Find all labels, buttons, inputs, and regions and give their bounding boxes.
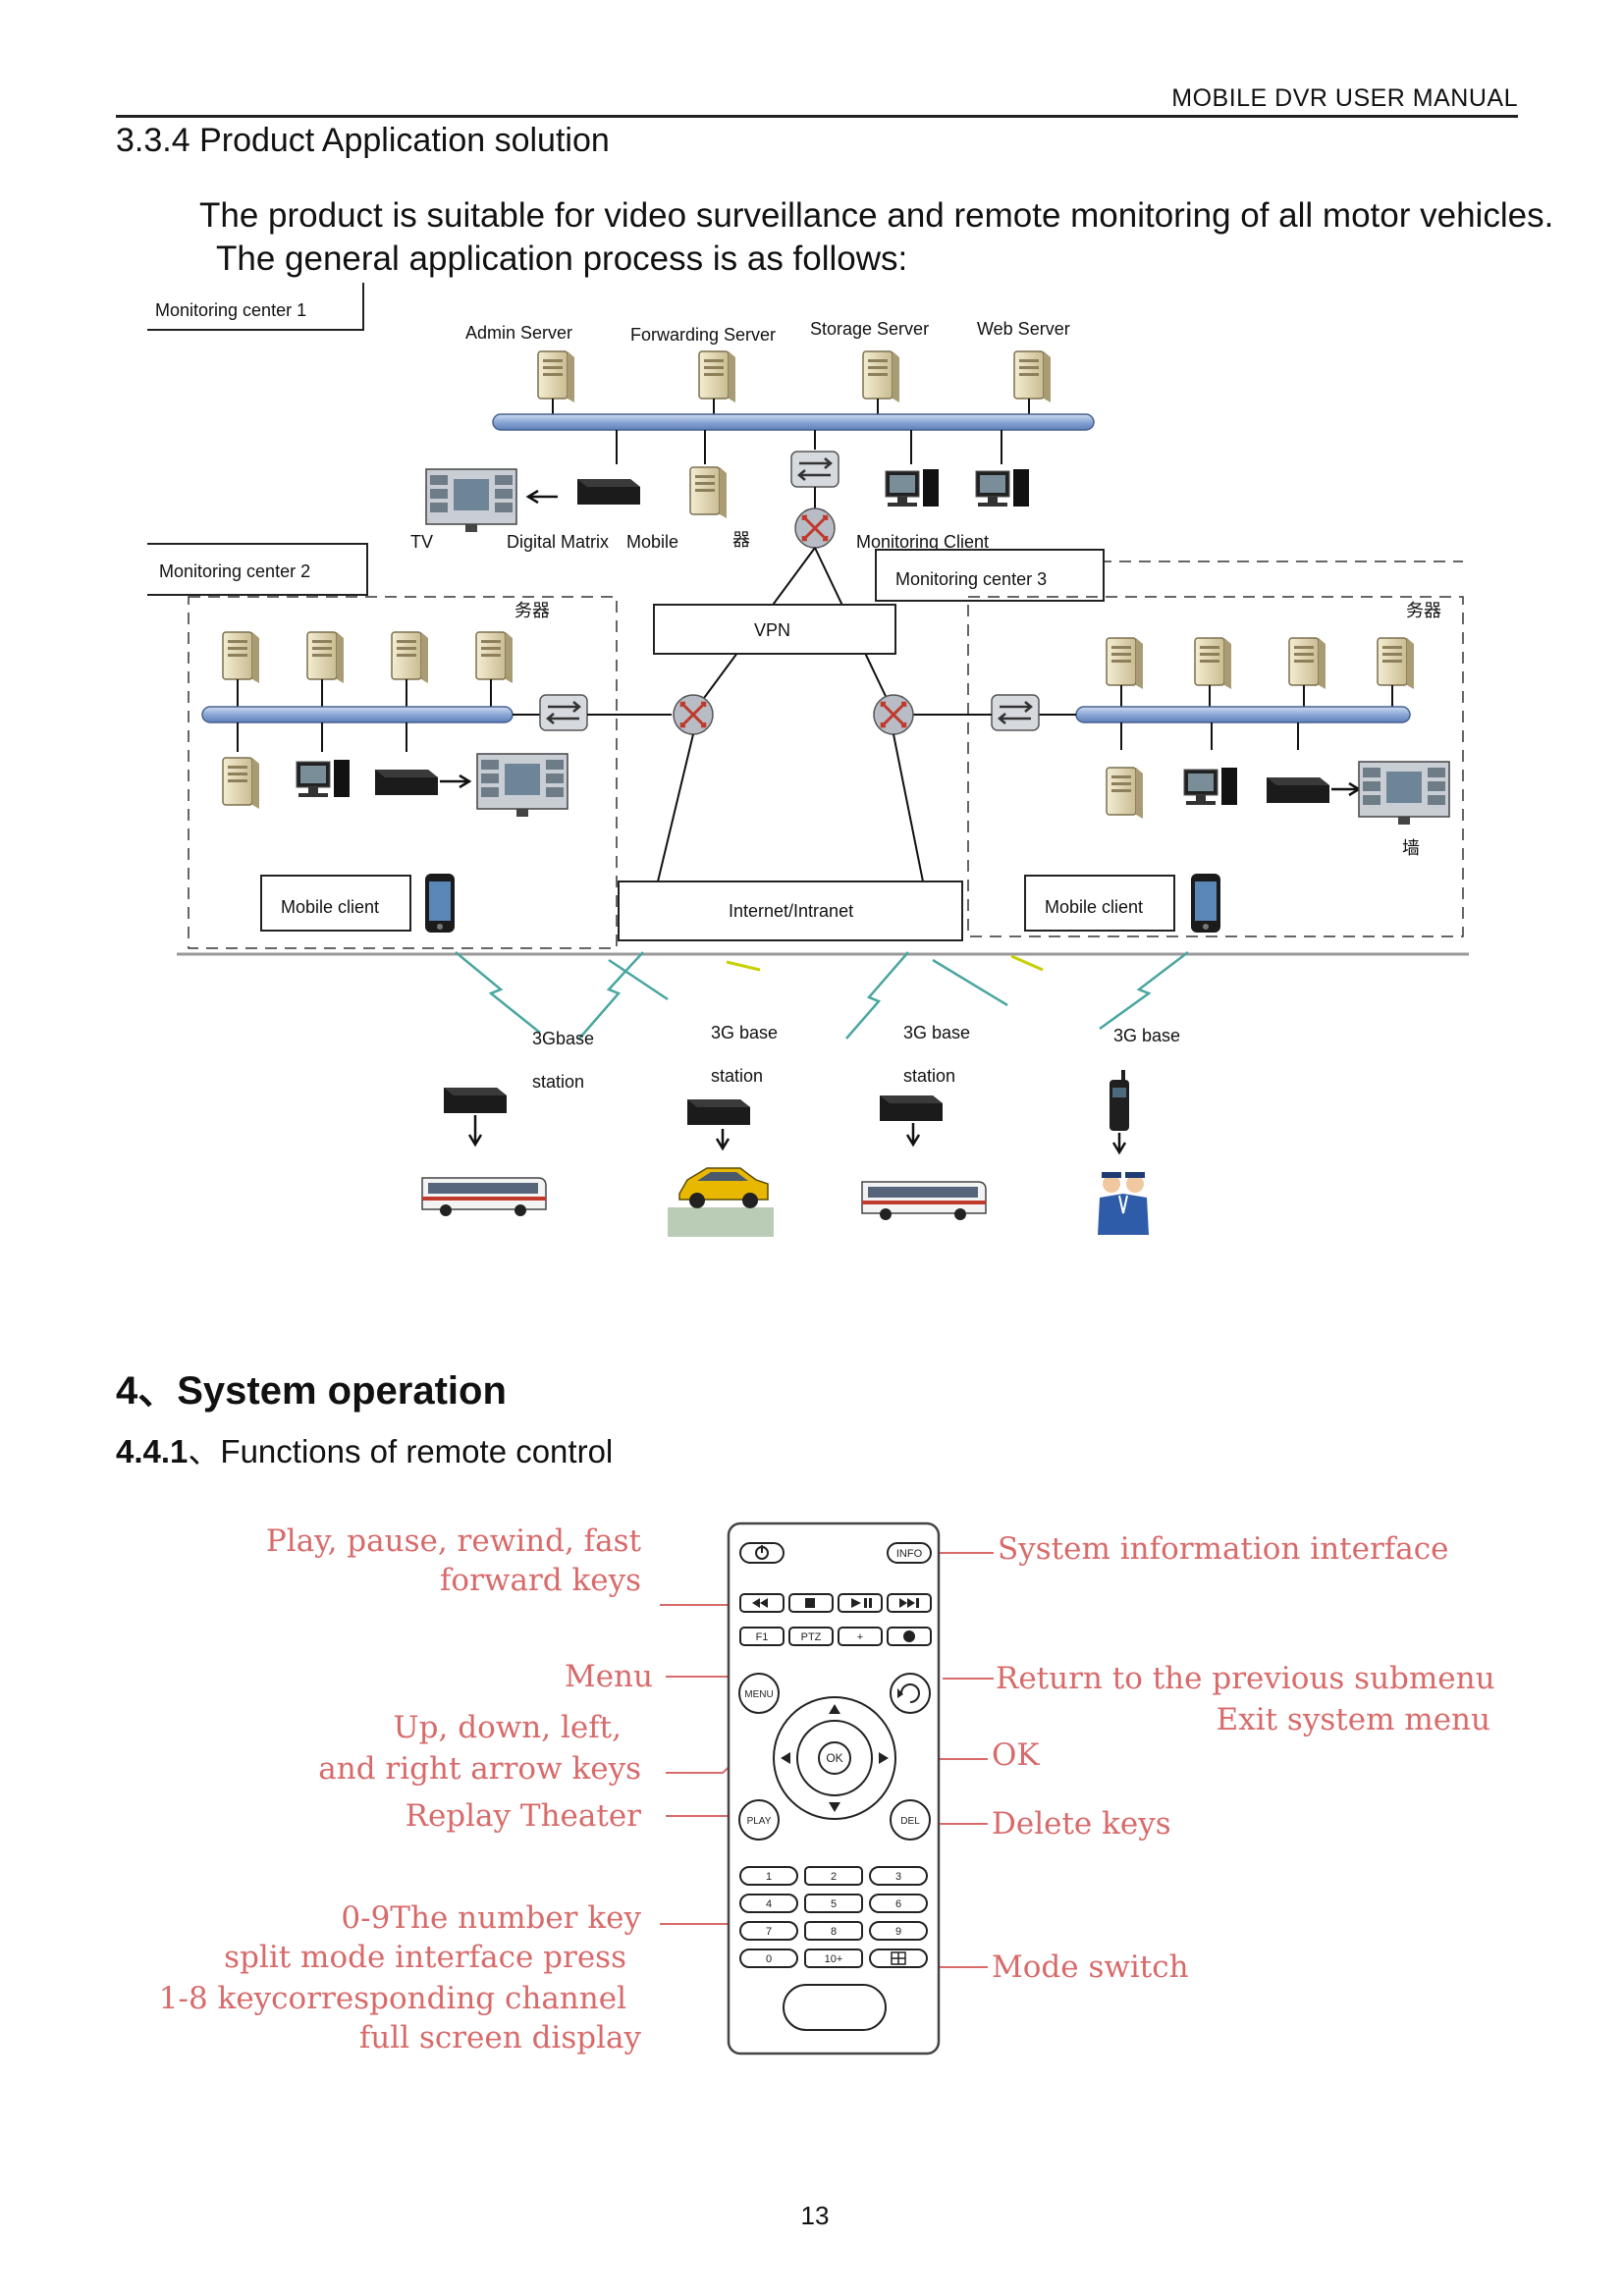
ok-button [818, 1741, 851, 1775]
storage-server-label: Storage Server [810, 319, 929, 339]
label-return-line2: Exit system menu [1217, 1702, 1490, 1737]
mobile-client-label-left: Mobile client [281, 897, 379, 917]
label-number-line3: 1-8 keycorresponding channel [159, 1981, 626, 2016]
label-play-keys-line1: Play, pause, rewind, fast [266, 1523, 642, 1559]
monitoring-center-2-label: Monitoring center 2 [159, 561, 310, 581]
base-station-3-line2: station [903, 1066, 955, 1086]
del-button [890, 1799, 931, 1841]
info-button-label: INFO [896, 1548, 923, 1560]
center-3-tag: 务器 [1406, 601, 1441, 620]
key-0: 0 [766, 1953, 772, 1965]
bus-center-1 [492, 413, 1095, 431]
internet-label: Internet/Intranet [729, 901, 853, 921]
label-arrows-line2: and right arrow keys [318, 1751, 641, 1787]
tv-label: TV [410, 532, 433, 552]
key-9: 9 [895, 1926, 901, 1938]
section-heading: 3.3.4 Product Application solution [116, 122, 610, 159]
f1-button-label: F1 [756, 1631, 769, 1643]
label-return-line1: Return to the previous submenu [996, 1661, 1495, 1696]
key-3: 3 [895, 1871, 901, 1883]
vpn-label: VPN [754, 620, 790, 640]
monitoring-center-1-box [147, 283, 364, 331]
key-10-plus: 10+ [825, 1953, 843, 1965]
header-rule [116, 115, 1518, 118]
wall-tag: 墙 [1402, 838, 1420, 858]
network-diagram: Monitoring center 1 Admin Server Forward… [147, 283, 1469, 1238]
subheading-title: 、Functions of remote control [188, 1433, 614, 1469]
label-number-line2: split mode interface press [224, 1940, 626, 1975]
intro-paragraph-line2: The general application process is as fo… [216, 240, 908, 278]
key-4: 4 [766, 1898, 772, 1910]
monitoring-center-1-label: Monitoring center 1 [155, 300, 306, 320]
label-delete: Delete keys [992, 1806, 1171, 1842]
base-station-2-line1: 3G base [711, 1023, 778, 1042]
mode-switch-grid-icon [891, 1951, 906, 1965]
subheading-number: 4.4.1 [116, 1433, 189, 1469]
base-station-1-line1: 3Gbase [532, 1029, 594, 1048]
ptz-button-label: PTZ [801, 1631, 822, 1643]
remote-control-subheading: 4.4.1、Functions of remote control [116, 1425, 613, 1472]
key-1: 1 [766, 1871, 772, 1883]
monitoring-center-3-label: Monitoring center 3 [895, 569, 1047, 589]
del-button-label: DEL [900, 1816, 920, 1827]
key-8: 8 [831, 1926, 837, 1938]
bottom-button [783, 1984, 887, 2031]
menu-button-label: MENU [744, 1689, 773, 1700]
label-mode-switch: Mode switch [992, 1949, 1189, 1985]
label-replay: Replay Theater [406, 1798, 642, 1834]
admin-server-label: Admin Server [465, 323, 572, 343]
label-ok: OK [992, 1737, 1040, 1773]
key-6: 6 [895, 1898, 901, 1910]
mobile-clipped-label: Mobile [626, 532, 678, 552]
label-arrows-line1: Up, down, left, [394, 1710, 622, 1745]
clipped-char-label: 器 [732, 530, 750, 550]
center-2-tag: 务器 [514, 601, 550, 620]
label-number-line1: 0-9The number key [341, 1900, 641, 1936]
key-5: 5 [831, 1898, 837, 1910]
forwarding-server-label: Forwarding Server [630, 325, 776, 345]
center-3-boundary [967, 596, 1464, 937]
ok-button-label: OK [826, 1751, 842, 1765]
system-operation-heading: 4、System operation [116, 1369, 507, 1413]
label-sysinfo: System information interface [998, 1531, 1448, 1567]
info-button [887, 1542, 932, 1564]
mobile-client-label-right: Mobile client [1045, 897, 1143, 917]
key-7: 7 [766, 1926, 772, 1938]
base-station-3-line1: 3G base [903, 1023, 970, 1042]
play-button [738, 1799, 780, 1841]
page-number: 13 [800, 2201, 830, 2230]
return-button [890, 1673, 931, 1714]
label-menu: Menu [565, 1659, 653, 1694]
digital-matrix-label: Digital Matrix [507, 532, 609, 552]
menu-button [738, 1673, 780, 1714]
remote-control-diagram: Play, pause, rewind, fast forward keys M… [159, 1522, 1495, 2056]
base-station-1-line2: station [532, 1072, 584, 1092]
web-server-label: Web Server [977, 319, 1070, 339]
running-header: MOBILE DVR USER MANUAL [1171, 84, 1518, 112]
play-button-label: PLAY [747, 1816, 772, 1827]
plus-button-label: + [857, 1631, 863, 1643]
key-2: 2 [831, 1871, 837, 1883]
monitoring-client-label: Monitoring Client [856, 532, 989, 552]
label-play-keys-line2: forward keys [440, 1563, 641, 1598]
base-station-2-line2: station [711, 1066, 763, 1086]
intro-paragraph-line1: The product is suitable for video survei… [199, 196, 1554, 235]
label-number-line4: full screen display [359, 2020, 642, 2056]
center-2-boundary [188, 596, 618, 949]
base-station-4-line1: 3G base [1113, 1026, 1180, 1045]
